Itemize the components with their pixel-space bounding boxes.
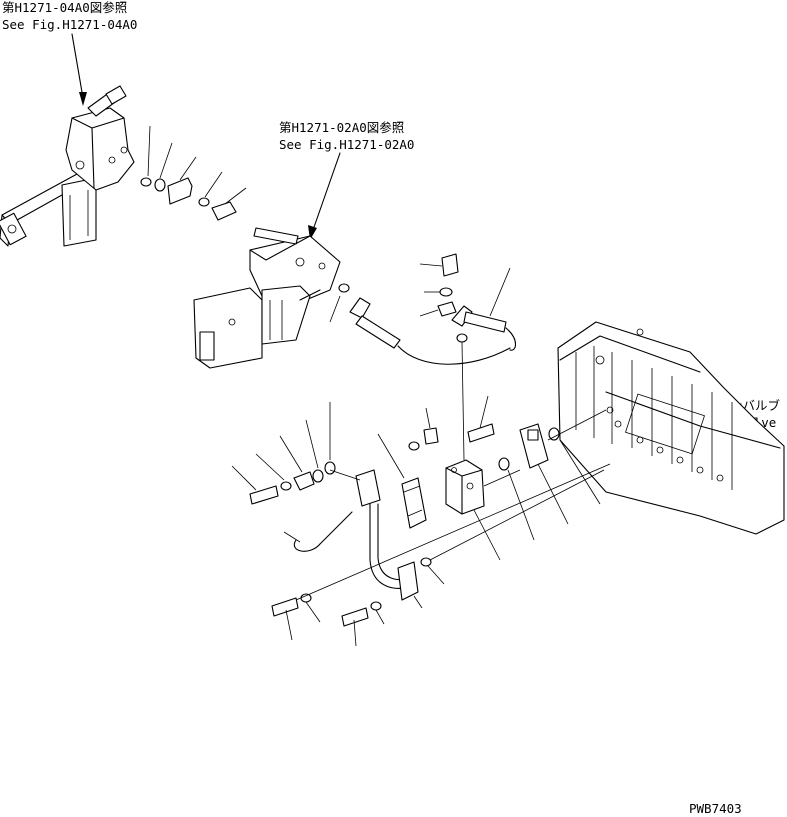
upper-spacer (154, 178, 166, 192)
upper-pilot-valve-assembly (0, 85, 135, 247)
block-o-ring (456, 333, 468, 343)
lower-bolt-left (249, 485, 279, 505)
pipe-assembly (355, 469, 427, 601)
upper-reference-arrow (71, 33, 87, 106)
upper-reference-jp: 第H1271-04A0図参照 (2, 0, 127, 15)
upper-small-parts (140, 125, 247, 221)
upper-reference-en: See Fig.H1271-04A0 (2, 17, 137, 32)
adapter-block (445, 459, 485, 515)
middle-reference-arrow (308, 152, 341, 240)
fitting-bolt-head (441, 253, 459, 277)
upper-bolt (211, 201, 237, 221)
drawing-code: PWB7403 (689, 801, 742, 816)
upper-o-ring (140, 177, 152, 187)
hose-clip (293, 539, 321, 552)
block-bolt (467, 395, 495, 443)
valve-o-ring (548, 427, 560, 441)
fitting-washer (439, 287, 453, 297)
middle-o-ring (338, 283, 350, 293)
lower-small-parts (249, 461, 432, 627)
stud-nut-set (408, 407, 439, 451)
middle-reference-en: See Fig.H1271-02A0 (279, 137, 414, 152)
main-valve (557, 321, 785, 535)
middle-valve-assembly (193, 227, 350, 369)
block-side-o-ring (498, 457, 510, 471)
assembly-guide-lines (295, 409, 611, 601)
upper-washer (198, 197, 210, 207)
upper-split-flange (167, 177, 193, 205)
middle-reference-jp: 第H1271-02A0図参照 (279, 120, 404, 135)
fitting-clamp (437, 301, 457, 317)
lower-bolt-b (341, 607, 369, 627)
hose-fittings (419, 253, 468, 461)
pilot-hose (349, 267, 517, 365)
lower-bolt-a (271, 597, 299, 617)
flange-plate (498, 423, 560, 471)
lower-leader-lines (231, 402, 601, 647)
